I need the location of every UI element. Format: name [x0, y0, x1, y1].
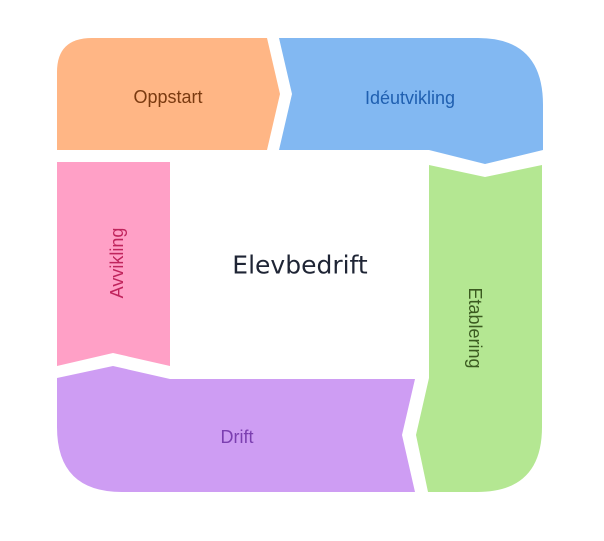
stage-ideutvikling-shape [279, 38, 543, 164]
stage-drift-shape [57, 366, 415, 492]
stage-oppstart-shape [57, 38, 280, 150]
stage-oppstart-label: Oppstart [133, 87, 202, 107]
stage-avvikling-shape [57, 162, 170, 366]
stage-etablering-label: Etablering [465, 287, 485, 368]
stage-drift-label: Drift [221, 427, 254, 447]
stage-etablering-shape [416, 165, 542, 492]
stage-ideutvikling-label: Idéutvikling [365, 88, 455, 108]
diagram-title: Elevbedrift [232, 251, 368, 280]
stage-avvikling-label: Avvikling [107, 228, 127, 299]
